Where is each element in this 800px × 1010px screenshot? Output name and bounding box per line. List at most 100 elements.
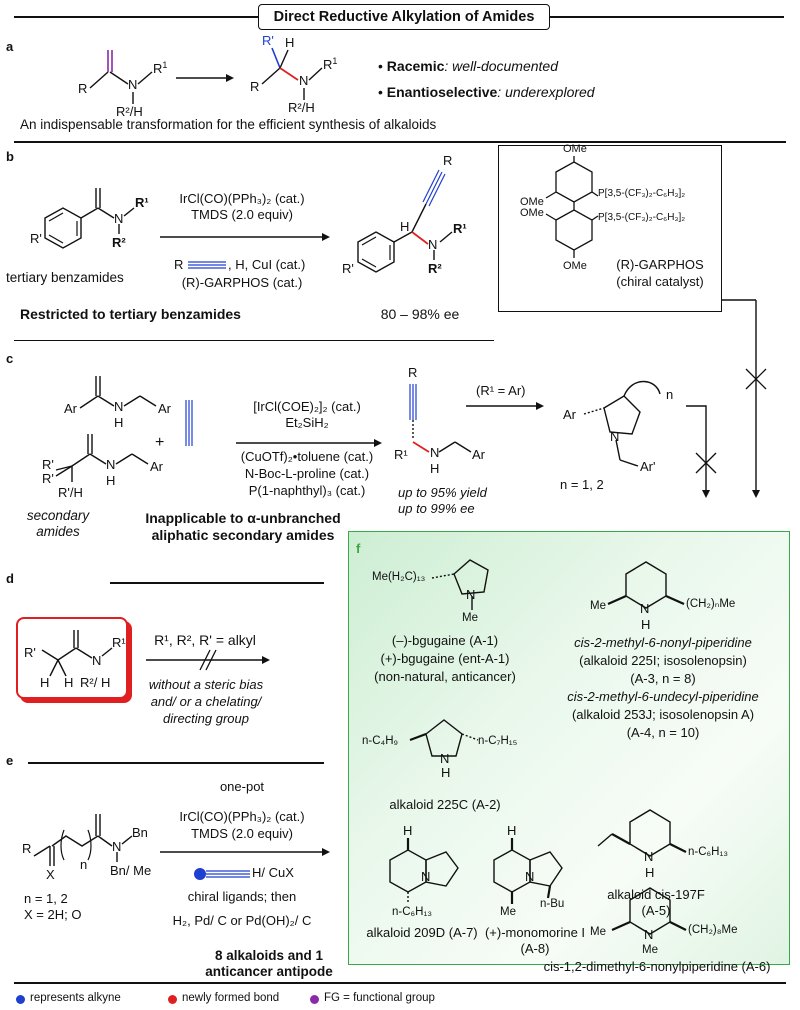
c-pyr-arp: Ar': [640, 459, 656, 474]
garphos-ome-top: OMe: [563, 143, 587, 155]
garphos-p-bottom: P[3,5-(CF₃)₂-C₆H₃]₂: [598, 212, 686, 223]
garphos-ome-left1: OMe: [520, 196, 544, 208]
e-onepot: one-pot: [219, 779, 265, 794]
a5-n: N: [644, 849, 654, 864]
a3-n: N: [640, 601, 650, 616]
panel-d-red-box: [16, 617, 128, 699]
a8-line1: (+)-monomorine I: [484, 925, 586, 940]
a2-right: n-C₇H₁₅: [478, 735, 518, 747]
c-bot-h: H: [106, 473, 116, 488]
c-plus: +: [155, 434, 165, 451]
racemic-line: • Racemic: well-documented: [378, 58, 559, 74]
rule-d: [110, 582, 324, 584]
a1-me: Me: [462, 612, 478, 624]
a3-sub: (CH₂)ₙMe: [686, 598, 736, 610]
e-cond3: H/ CuX: [252, 865, 294, 880]
c-top-ar2: Ar: [158, 401, 171, 416]
a-prod-h: H: [285, 35, 295, 50]
d-r1: R¹: [112, 635, 126, 650]
c-cond1: [IrCl(COE)₂]₂ (cat.): [253, 399, 361, 414]
c-bot-n: N: [106, 457, 116, 472]
a7-n: N: [421, 869, 431, 884]
e-n: N: [112, 839, 122, 854]
e-cond5: H₂, Pd/ C or Pd(OH)₂/ C: [172, 913, 312, 928]
a7-name: alkaloid 209D (A-7): [366, 925, 478, 940]
a5-line2: (A-5): [641, 903, 671, 918]
a6-sub: (CH₂)₈Me: [688, 924, 738, 936]
panel-a-label: a: [6, 39, 14, 54]
a1-line1: (–)-bgugaine (A-1): [391, 633, 499, 648]
a3-line3: (A-3, n = 8): [630, 671, 696, 686]
a5-h: H: [645, 865, 655, 880]
a-prod-r: R: [250, 79, 260, 94]
c-prod-r: R: [408, 365, 418, 380]
c-bot-ar: Ar: [150, 459, 163, 474]
legend-purple-dot: [310, 995, 319, 1004]
c-cond3: (CuOTf)₂•toluene (cat.): [240, 449, 374, 464]
a-amide-r1: R1: [153, 60, 168, 76]
panel-e-label: e: [6, 753, 14, 768]
c-prod-r1: R¹: [394, 447, 408, 462]
c-bot-rp1: R': [42, 457, 54, 472]
legend-blue: represents alkyne: [30, 992, 121, 1004]
b-prod-r: R: [443, 153, 453, 168]
figure-title: Direct Reductive Alkylation of Amides: [258, 4, 550, 30]
a6-n: N: [644, 927, 654, 942]
d-note1: without a steric bias: [148, 677, 264, 692]
panel-f-label: f: [356, 541, 361, 556]
b-sub-n: N: [114, 211, 124, 226]
a6-me1: Me: [590, 926, 606, 938]
a-prod-r1: R1: [323, 56, 338, 72]
c-prod-h: H: [430, 461, 440, 476]
c-top-ar: Ar: [64, 401, 77, 416]
a4-line2: (alkaloid 253J; isosolenopsin A): [571, 707, 755, 722]
b-cond3-rest: , H, CuI (cat.): [228, 257, 306, 272]
garphos-ome-left2: OMe: [520, 207, 544, 219]
e-bn: Bn: [132, 825, 148, 840]
c-inapplicable-2: aliphatic secondary amides: [151, 527, 335, 543]
enantio-line: • Enantioselective: underexplored: [378, 84, 595, 100]
e-r: R: [22, 841, 32, 856]
panel-a-caption: An indispensable transformation for the …: [20, 117, 437, 132]
a-prod-n: N: [299, 73, 309, 88]
a7-sub: n-C₆H₁₃: [392, 906, 433, 918]
b-cond3-r: R: [174, 257, 184, 272]
c-top-n: N: [114, 399, 124, 414]
d-h1: H: [40, 675, 50, 690]
a3-line2: (alkaloid 225I; isosolenopsin): [579, 653, 747, 668]
c-bot-rp2: R': [42, 471, 54, 486]
b-sub-r2: R²: [112, 235, 126, 250]
d-n: N: [92, 653, 102, 668]
rule-after-a: [14, 141, 786, 143]
panel-c-label: c: [6, 351, 14, 366]
b-substrate-name: tertiary benzamides: [6, 270, 124, 285]
c-bot-rprh: R'/H: [58, 485, 83, 500]
d-note2: and/ or a chelating/: [150, 694, 262, 709]
a8-n: N: [525, 869, 535, 884]
e-x: X: [46, 867, 55, 882]
garphos-desc: (chiral catalyst): [616, 274, 704, 289]
rule-after-b: [14, 340, 494, 341]
panel-f-box: [348, 531, 790, 965]
a-amide-r: R: [78, 81, 88, 96]
a-prod-rprime: R': [262, 33, 274, 48]
title-rule-right: [550, 16, 784, 18]
garphos-p-top: P[3,5-(CF₃)₂-C₆H₃]₂: [598, 188, 686, 199]
a1-line3: (non-natural, anticancer): [374, 669, 516, 684]
b-prod-rp: R': [342, 261, 354, 276]
c-yield: up to 95% yield: [398, 485, 487, 500]
a2-left: n-C₄H₉: [362, 735, 399, 747]
e-bnme: Bn/ Me: [110, 863, 152, 878]
c-n12: n = 1, 2: [560, 477, 604, 492]
a6-name: cis-1,2-dimethyl-6-nonylpiperidine (A-6): [543, 959, 771, 974]
a2-n: N: [440, 751, 450, 766]
e-summary-2: anticancer antipode: [205, 964, 333, 979]
c-pyr-n: N: [610, 429, 620, 444]
a1-sub: Me(H₂C)₁₃: [372, 571, 426, 583]
e-x-def: X = 2H; O: [24, 907, 82, 922]
